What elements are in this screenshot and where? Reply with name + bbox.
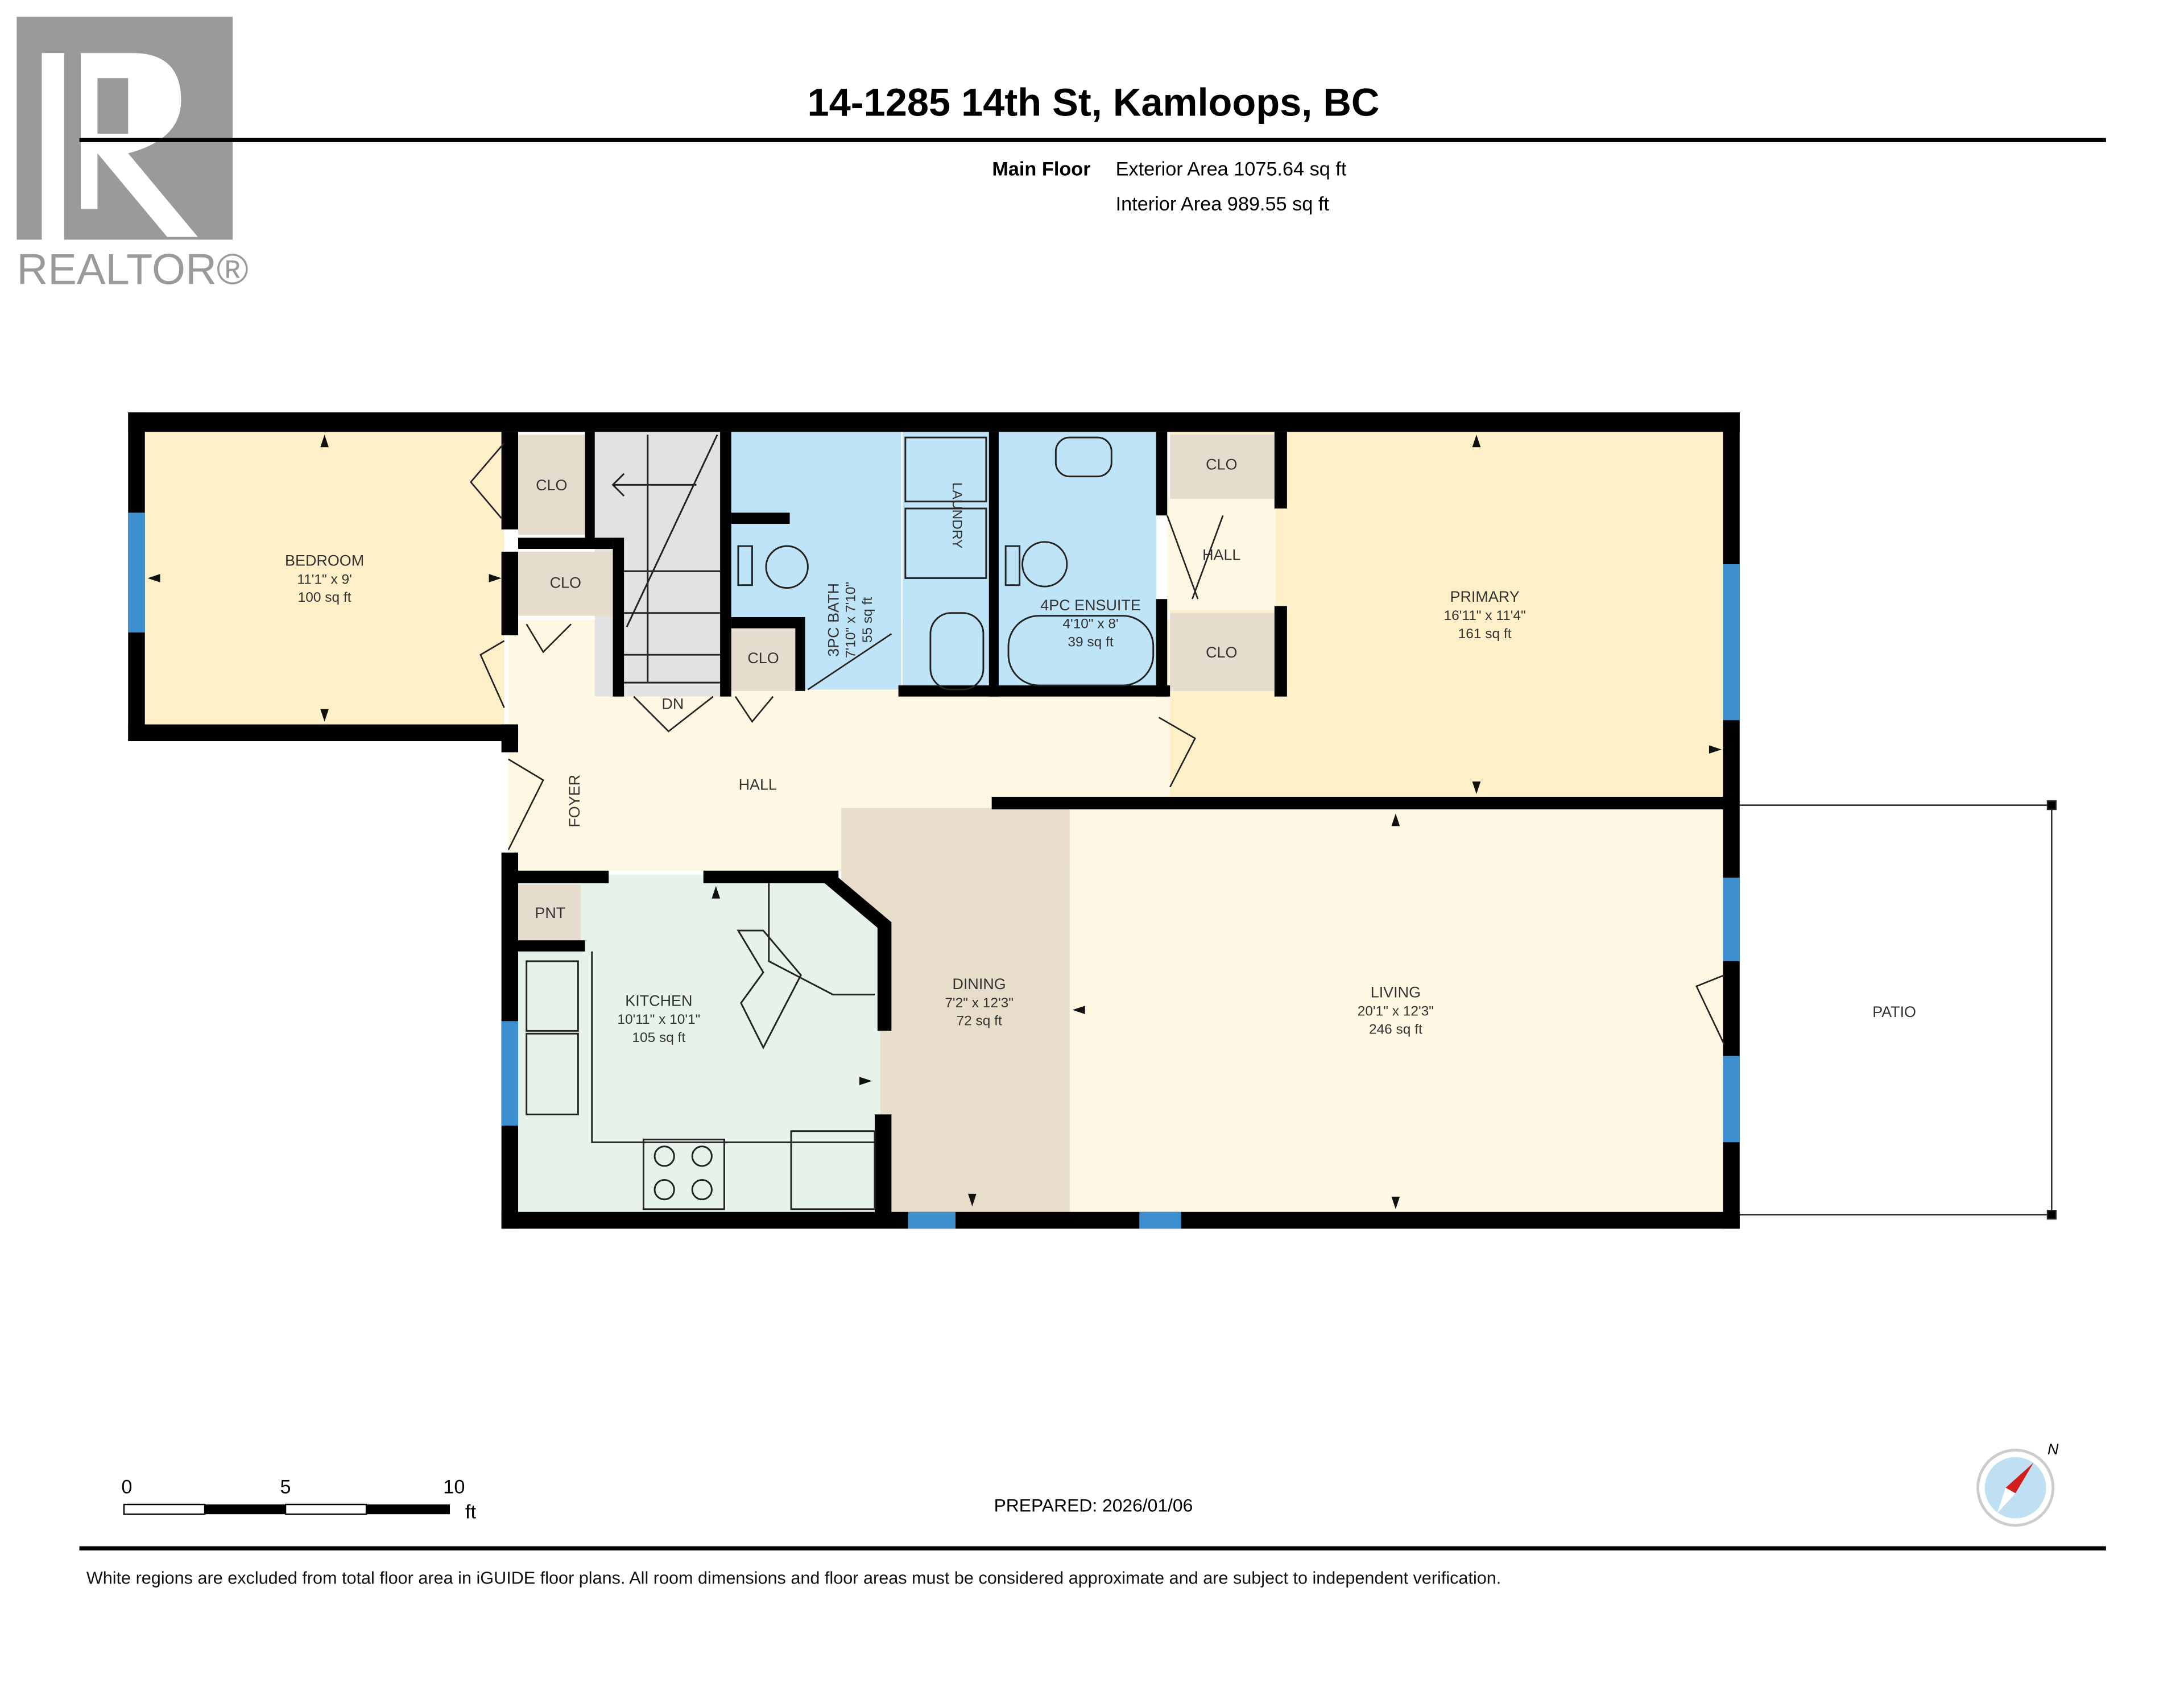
- floor-plan: BEDROOM 11'1" x 9' 100 sq ft 3PC BATH 7'…: [128, 412, 2057, 1229]
- dimension-arrows: [147, 435, 1722, 1209]
- living-name: LIVING: [1371, 984, 1421, 1001]
- foyer-label: FOYER: [566, 775, 583, 828]
- footer-divider: [79, 1546, 2106, 1550]
- dining-name: DINING: [953, 975, 1006, 993]
- window: [1723, 878, 1740, 961]
- scale-label-10: 10: [443, 1476, 465, 1498]
- bedroom-dims: 11'1" x 9': [297, 572, 351, 587]
- window: [1723, 564, 1740, 721]
- kitchen-area: 105 sq ft: [632, 1030, 685, 1045]
- primary-name: PRIMARY: [1450, 588, 1520, 605]
- closet-2-label: CLO: [550, 574, 581, 592]
- closet-5-label: CLO: [1206, 644, 1237, 661]
- header-divider: [79, 138, 2106, 142]
- window: [128, 512, 145, 632]
- fixtures: [526, 436, 1155, 1210]
- logo-text: REALTOR®: [16, 246, 248, 294]
- patio-label: PATIO: [1872, 1003, 1916, 1020]
- scale-label-5: 5: [280, 1476, 291, 1498]
- closet-3-label: CLO: [747, 650, 779, 667]
- disclaimer: White regions are excluded from total fl…: [86, 1569, 1501, 1588]
- prepared-date: PREPARED: 2026/01/06: [994, 1495, 1193, 1515]
- hall-small-label: HALL: [1202, 547, 1240, 564]
- closet-5: [1170, 613, 1275, 691]
- bedroom-fill: [139, 425, 504, 729]
- bedroom-name: BEDROOM: [285, 552, 364, 569]
- pantry-fill: [518, 884, 581, 941]
- window: [1139, 1212, 1181, 1229]
- kitchen-dims: 10'11" x 10'1": [617, 1012, 700, 1027]
- compass-north-label: N: [2048, 1441, 2059, 1458]
- page-title: 14-1285 14th St, Kamloops, BC: [807, 80, 1379, 124]
- stairs-dn-label: DN: [661, 696, 684, 713]
- kitchen-name: KITCHEN: [625, 992, 692, 1009]
- door-swings: [469, 443, 1726, 1045]
- closet-4: [1170, 435, 1275, 499]
- stairs: [611, 434, 721, 684]
- dining-dims: 7'2" x 12'3": [945, 995, 1014, 1011]
- closet-2: [518, 551, 613, 616]
- bath3-area: 55 sq ft: [860, 597, 875, 643]
- window: [908, 1212, 956, 1229]
- pantry-label: PNT: [535, 904, 565, 921]
- laundry-fill: [902, 432, 989, 690]
- compass-icon: N: [1976, 1441, 2059, 1527]
- bath3-dims: 7'10" x 7'10": [843, 582, 859, 658]
- bath3-name: 3PC BATH: [825, 583, 842, 657]
- laundry-label: LAUNDRY: [949, 482, 965, 548]
- exterior-area: Exterior Area 1075.64 sq ft: [1116, 159, 1347, 180]
- hall-label: HALL: [739, 776, 777, 793]
- patio-outline: [1739, 800, 2057, 1220]
- living-area: 246 sq ft: [1369, 1022, 1422, 1037]
- window: [501, 1021, 519, 1126]
- interior-area: Interior Area 989.55 sq ft: [1116, 193, 1330, 215]
- scale-unit: ft: [465, 1502, 477, 1523]
- ensuite-area: 39 sq ft: [1068, 634, 1113, 650]
- scale-label-0: 0: [121, 1476, 132, 1498]
- primary-area: 161 sq ft: [1458, 626, 1512, 642]
- scale-bar: 0 5 10 ft: [121, 1476, 476, 1523]
- ensuite-name: 4PC ENSUITE: [1040, 597, 1141, 614]
- closet-3: [731, 627, 799, 691]
- bedroom-area: 100 sq ft: [298, 590, 351, 605]
- closet-4-label: CLO: [1206, 456, 1237, 473]
- closet-1: [518, 435, 585, 535]
- ensuite-dims: 4'10" x 8': [1062, 617, 1118, 632]
- ensuite-fill: [998, 432, 1156, 690]
- living-dims: 20'1" x 12'3": [1358, 1003, 1434, 1019]
- window: [1723, 1056, 1740, 1143]
- kitchen-fill: [518, 875, 880, 1212]
- primary-dims: 16'11" x 11'4": [1444, 608, 1526, 623]
- closet-1-label: CLO: [536, 477, 567, 494]
- realtor-logo: REALTOR®: [16, 16, 249, 294]
- dining-area: 72 sq ft: [956, 1014, 1002, 1029]
- floor-name: Main Floor: [992, 159, 1090, 180]
- living-fill: [1069, 808, 1727, 1215]
